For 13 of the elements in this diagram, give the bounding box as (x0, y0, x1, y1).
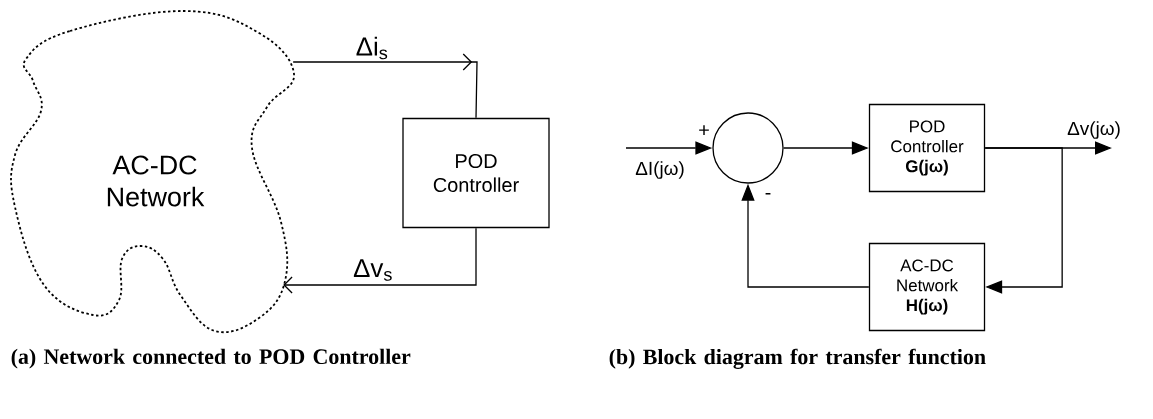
summing-junction (712, 112, 784, 184)
edge-label: Δv$_{s}$ (353, 259, 392, 281)
block-box: POD Controller (402, 117, 550, 229)
block-box: POD Controller G(jω) (868, 103, 986, 193)
edge-label: ΔI(jω) (635, 161, 684, 179)
sign-label: - (765, 193, 771, 195)
edge-label: Δi$_{s}$ (356, 36, 388, 60)
arrow (984, 147, 1063, 294)
block-box: AC-DC Network H(jω) (868, 242, 986, 332)
sign-label: + (699, 125, 709, 135)
node-label: AC-DC Network (107, 155, 205, 207)
edge-label: Δv(jω) (1067, 121, 1120, 139)
arrow (283, 227, 477, 294)
